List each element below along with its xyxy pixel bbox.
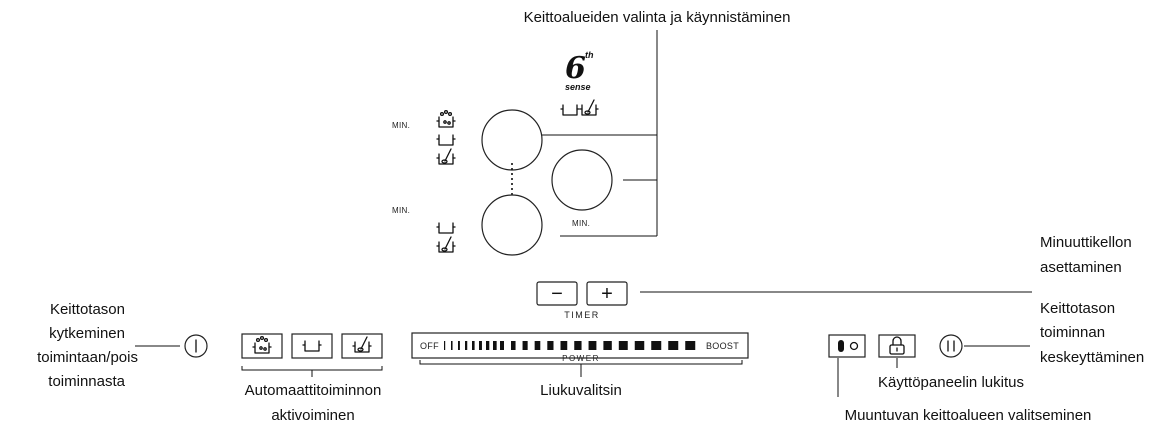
zone-selection-label: Keittoalueiden valinta ja käynnistäminen bbox=[524, 9, 791, 26]
slider-level-marks bbox=[444, 341, 696, 350]
svg-text:th: th bbox=[585, 50, 594, 60]
slider-level-mark bbox=[588, 341, 597, 350]
boil-pot-icon bbox=[436, 109, 456, 128]
lock-label: Käyttöpaneelin lukitus bbox=[878, 374, 1024, 391]
power-label-1: Keittotason bbox=[50, 301, 125, 318]
auto-label-1: Automaattitoiminnon bbox=[245, 382, 382, 399]
slider-level-mark bbox=[618, 341, 628, 350]
slider-label: Liukuvalitsin bbox=[540, 382, 622, 399]
power-label-2: kytkeminen bbox=[49, 325, 125, 342]
flexi-label: Muuntuvan keittoalueen valitseminen bbox=[845, 407, 1092, 424]
min-label-right: MIN. bbox=[572, 219, 590, 228]
slider-level-mark bbox=[651, 341, 662, 350]
slider-level-mark bbox=[634, 341, 645, 350]
right-zone-button[interactable] bbox=[551, 149, 613, 211]
melt-pot-icon bbox=[560, 104, 580, 116]
slider-level-mark bbox=[493, 341, 497, 350]
flexi-zone-icon bbox=[838, 340, 859, 352]
timer-setting-label-2: asettaminen bbox=[1040, 259, 1122, 276]
slider-level-mark bbox=[458, 341, 460, 350]
simmer-pot-icon bbox=[436, 236, 456, 253]
pause-label-2: toiminnan bbox=[1040, 324, 1105, 341]
slider-level-mark bbox=[685, 341, 696, 350]
timer-plus-label: + bbox=[601, 283, 613, 305]
auto-label-2: aktivoiminen bbox=[271, 407, 354, 424]
flexi-zone-button[interactable] bbox=[828, 334, 866, 358]
slider-level-mark bbox=[465, 341, 468, 350]
pause-label-3: keskeyttäminen bbox=[1040, 349, 1144, 366]
slider-level-mark bbox=[451, 341, 453, 350]
pause-label-1: Keittotason bbox=[1040, 300, 1115, 317]
lock-button[interactable] bbox=[878, 334, 916, 358]
melt-pot-icon bbox=[436, 222, 456, 234]
slider-level-mark bbox=[511, 341, 516, 350]
padlock-icon bbox=[889, 336, 905, 355]
timer-setting-label-1: Minuuttikellon bbox=[1040, 234, 1132, 251]
power-on-off-icon[interactable] bbox=[184, 334, 208, 358]
slider-level-mark bbox=[668, 341, 679, 350]
svg-text:sense: sense bbox=[565, 82, 591, 92]
auto-bracket bbox=[241, 366, 383, 371]
sixth-sense-logo: 6 th sense bbox=[565, 50, 594, 92]
slider-level-mark bbox=[472, 341, 475, 350]
slider-level-mark bbox=[547, 341, 554, 350]
svg-text:6: 6 bbox=[565, 51, 586, 86]
min-label-lower: MIN. bbox=[392, 206, 410, 215]
pause-icon[interactable] bbox=[939, 334, 963, 358]
slider-level-mark bbox=[534, 341, 541, 350]
auto-melt-button[interactable] bbox=[291, 333, 333, 359]
slider-level-mark bbox=[560, 341, 568, 350]
slider-level-mark bbox=[522, 341, 528, 350]
slider-level-mark bbox=[486, 341, 490, 350]
timer-minus-button[interactable] bbox=[536, 281, 578, 306]
simmer-pot-icon bbox=[579, 99, 599, 116]
melt-pot-icon bbox=[436, 134, 456, 146]
slider-off-label: OFF bbox=[420, 341, 439, 351]
slider-level-mark bbox=[574, 341, 582, 350]
timer-minus-label: − bbox=[551, 283, 563, 305]
power-label-3: toimintaan/pois bbox=[37, 349, 138, 366]
power-label: POWER bbox=[562, 354, 600, 363]
slider-level-mark bbox=[479, 341, 482, 350]
auto-boil-button[interactable] bbox=[241, 333, 283, 359]
slider-level-mark bbox=[603, 341, 612, 350]
power-label-4: toiminnasta bbox=[48, 373, 125, 390]
lower-zone-button[interactable] bbox=[481, 194, 543, 256]
slider-level-mark bbox=[500, 341, 504, 350]
slider-level-mark bbox=[444, 341, 446, 350]
timer-plus-button[interactable] bbox=[586, 281, 628, 306]
upper-zone-button[interactable] bbox=[481, 109, 543, 171]
slider-boost-label: BOOST bbox=[706, 341, 739, 351]
min-label-upper: MIN. bbox=[392, 121, 410, 130]
timer-label: TIMER bbox=[564, 310, 600, 320]
simmer-pot-icon bbox=[436, 148, 456, 165]
